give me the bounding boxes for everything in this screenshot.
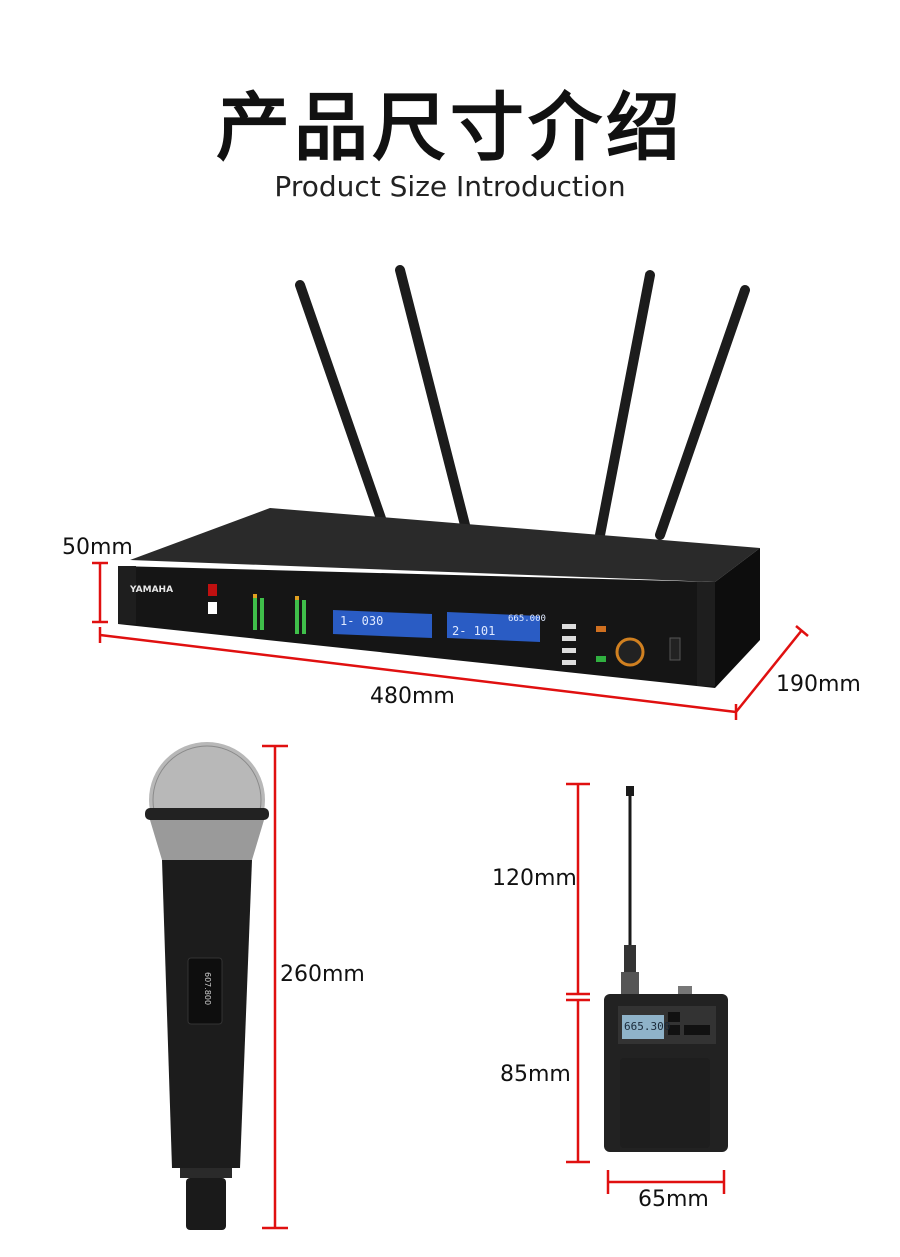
dim-handheld-length: 260mm xyxy=(280,962,365,987)
receiver-side xyxy=(715,548,760,688)
power-led xyxy=(208,584,217,596)
display-ch1-text: 1- 030 xyxy=(340,614,384,628)
receiver-brand-logo: YAMAHA xyxy=(130,585,174,595)
handheld-label: 607.800 xyxy=(203,972,212,1006)
bodypack-transmitter xyxy=(604,786,728,1152)
display-ch2-freq: 665.000 xyxy=(508,614,546,624)
receiver-antennas xyxy=(295,265,750,540)
dim-bodypack-height: 85mm xyxy=(500,1062,571,1087)
receiver-top xyxy=(130,508,760,582)
level-meters xyxy=(253,594,306,634)
display-ch2-screen xyxy=(447,612,540,642)
dim-lines-bodypack xyxy=(566,782,726,1194)
dim-line-handheld xyxy=(262,744,288,1230)
handheld-mic xyxy=(145,742,269,1230)
dim-receiver-height: 50mm xyxy=(62,535,133,560)
page-title: 产品尺寸介绍 xyxy=(216,85,684,171)
dim-lines-receiver xyxy=(92,561,809,720)
function-buttons xyxy=(562,624,606,665)
display-ch2-text: 2- 101 xyxy=(452,624,496,638)
dim-receiver-width: 480mm xyxy=(370,684,455,709)
dim-antenna-length: 120mm xyxy=(492,866,577,891)
bodypack-lcd-text: 665.300 xyxy=(624,1020,671,1033)
control-knob xyxy=(615,637,645,667)
dim-bodypack-width: 65mm xyxy=(638,1187,709,1212)
page-subtitle: Product Size Introduction xyxy=(274,170,626,203)
dim-receiver-depth: 190mm xyxy=(776,672,861,697)
display-ch1-screen xyxy=(333,610,432,638)
